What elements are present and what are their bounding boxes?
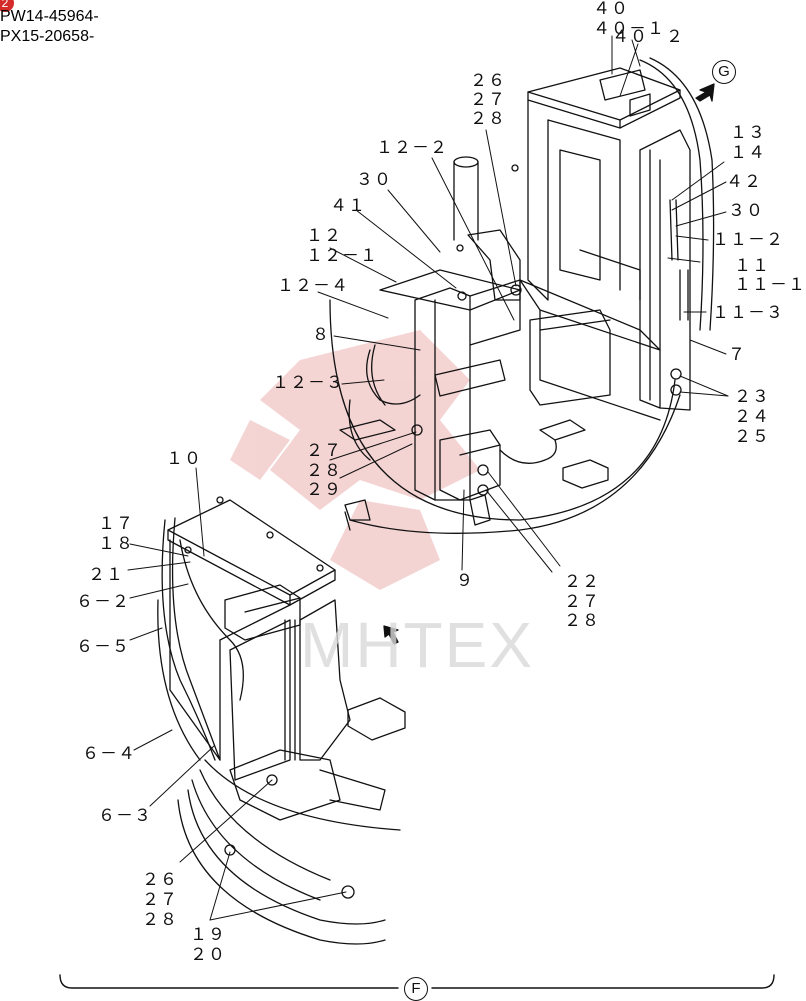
callout-27: ２７ [470,90,506,110]
callout-20: ２０ [190,945,226,965]
view-g-arrow-icon [695,83,715,102]
callout-23: ２３ [734,387,770,407]
watermark-text: MHTEX [300,609,534,681]
callout-12-3: １２－３ [272,373,344,393]
callout-19: １９ [190,925,226,945]
callout-17: １７ [98,514,134,534]
view-f-bracket [59,974,775,989]
callout-25: ２５ [734,427,770,447]
callout-12-1: １２－１ [306,246,378,266]
callout-21: ２１ [88,565,124,585]
callout-6-4: ６－４ [82,744,136,764]
callout-11-1: １１－１ [734,275,806,295]
callout-26-lower: ２６ [142,870,178,890]
callout-12-2: １２－２ [376,138,448,158]
callout-28: ２８ [470,109,506,129]
callout-41: ４１ [330,196,366,216]
callout-27-right: ２７ [564,592,600,612]
callout-11-2: １１－２ [712,230,784,250]
serial-range-2: PX15-20658- [0,28,95,45]
callout-18: １８ [98,534,134,554]
callout-40-2: ４０ ２ [612,27,684,47]
callout-28-mid: ２８ [306,461,342,481]
callout-6-2: ６－２ [76,592,130,612]
callout-28-lower: ２８ [142,910,178,930]
callout-9: ９ [456,571,474,591]
revision-badge: 2 [0,0,14,12]
callout-27-lower: ２７ [142,890,178,910]
callout-24: ２４ [734,407,770,427]
leader-lines [127,35,729,921]
callout-29: ２９ [306,480,342,500]
callout-11: １１ [734,256,770,276]
view-arrow-lower-icon [383,625,399,645]
callout-40-1: ４０－１ [593,19,665,39]
callout-30-upper: ３０ [356,170,392,190]
upper-frame-assembly [329,57,715,534]
callout-14: １４ [730,143,766,163]
callout-7: ７ [728,345,746,365]
exploded-assembly-drawing [59,35,775,989]
serial-range-1: PW14-45964- [0,8,99,25]
callout-27-mid: ２７ [306,441,342,461]
callout-22: ２２ [564,572,600,592]
callout-11-3: １１－３ [712,303,784,323]
callout-40: ４０ [593,0,629,19]
callout-10: １０ [166,449,202,469]
callout-6-3: ６－３ [98,806,152,826]
callout-28-right: ２８ [564,611,600,631]
callout-6-5: ６－５ [76,637,130,657]
red-stamp-watermark [230,330,480,590]
callout-42: ４２ [726,172,762,192]
callout-8: ８ [312,325,330,345]
callout-13: １３ [730,123,766,143]
callout-30-right: ３０ [728,201,764,221]
callout-26: ２６ [470,71,506,91]
view-g-label: G [712,60,736,84]
view-f-label: F [404,977,428,1001]
callout-12: １２ [306,226,342,246]
callout-12-4: １２－４ [277,276,349,296]
lower-frame-assembly [157,496,406,945]
